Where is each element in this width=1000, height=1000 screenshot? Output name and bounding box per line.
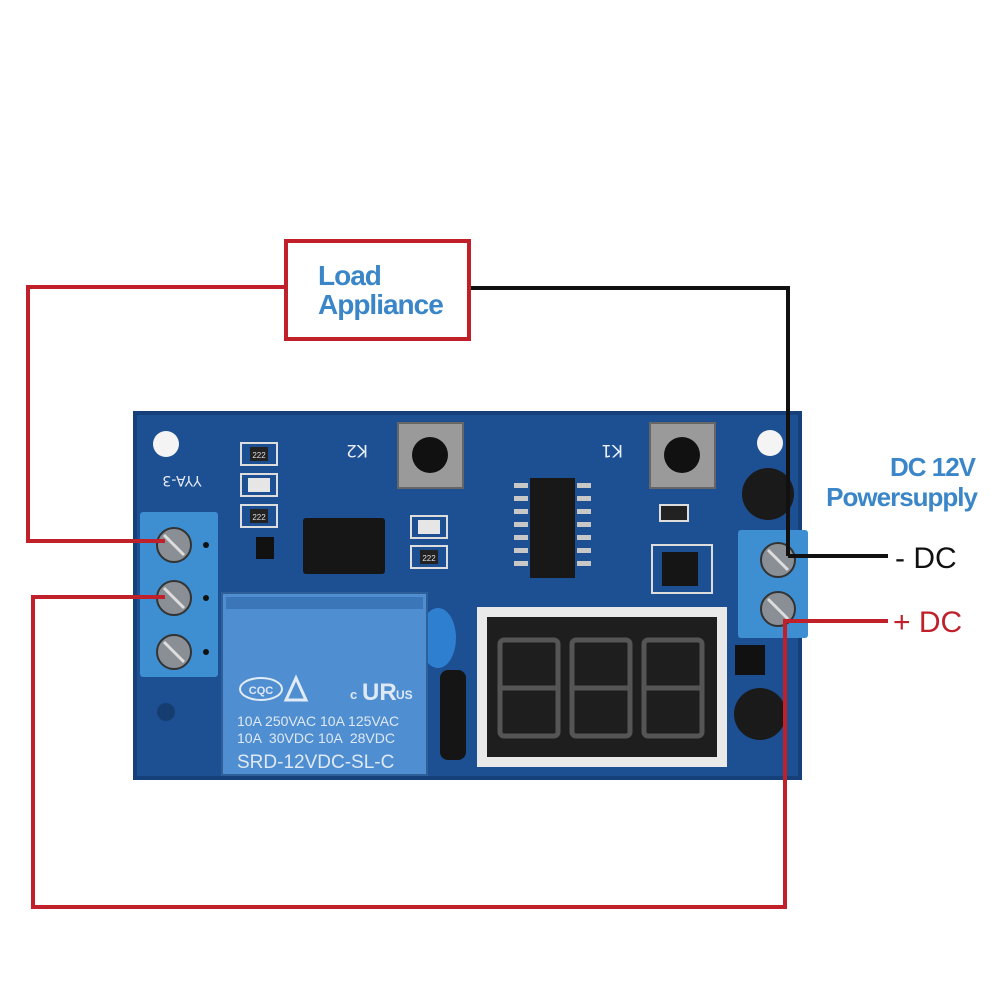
cqc-mark: CQC xyxy=(249,685,274,697)
svg-text:Load: Load xyxy=(318,260,381,291)
load-wire-red xyxy=(26,285,286,543)
pos-dc-wire-red xyxy=(31,595,888,909)
relay-rating-ac: 10A 250VAC 10A 125VAC xyxy=(237,713,399,729)
voltage-regulator xyxy=(662,552,698,586)
capacitor xyxy=(734,688,786,740)
button-k2[interactable] xyxy=(397,422,464,489)
relay: CQC c UR US 10A 250VAC 10A 125VAC 10A 30… xyxy=(221,592,428,776)
wires xyxy=(26,285,888,909)
power-supply-label-line2: Powersupply xyxy=(826,482,978,512)
mount-hole xyxy=(153,431,179,457)
power-supply-label-line1: DC 12V xyxy=(890,452,977,482)
mount-hole xyxy=(757,430,783,456)
transistor xyxy=(256,537,274,559)
button-k1[interactable] xyxy=(649,422,716,489)
negative-dc-label: - DC xyxy=(895,542,957,575)
relay-rating-dc: 10A 30VDC 10A 28VDC xyxy=(237,730,395,746)
load-terminal-block xyxy=(140,512,218,677)
positive-dc-label: + DC xyxy=(893,606,962,639)
capacitor xyxy=(742,468,794,520)
ul-mark: UR xyxy=(362,679,397,706)
svg-text:222: 222 xyxy=(252,513,266,522)
smd-resistors: 222 222 222 xyxy=(240,442,448,569)
svg-text:222: 222 xyxy=(422,554,436,563)
svg-text:US: US xyxy=(396,688,413,702)
k1-label: K1 xyxy=(601,440,623,460)
varistor xyxy=(420,608,456,668)
relay-module-board: YYA-3 222 222 222 xyxy=(133,411,808,780)
microcontroller-chip xyxy=(530,478,575,578)
relay-model: SRD-12VDC-SL-C xyxy=(237,752,394,773)
svg-text:Appliance: Appliance xyxy=(318,289,443,320)
k2-label: K2 xyxy=(346,440,368,460)
load-appliance-label: Load Appliance xyxy=(284,239,471,341)
optocoupler xyxy=(303,518,385,574)
svg-text:c: c xyxy=(350,687,357,702)
board-model-label: YYA-3 xyxy=(162,472,202,488)
seven-segment-display xyxy=(477,607,727,767)
load-to-neg-wire-black xyxy=(470,286,790,556)
svg-text:222: 222 xyxy=(252,451,266,460)
